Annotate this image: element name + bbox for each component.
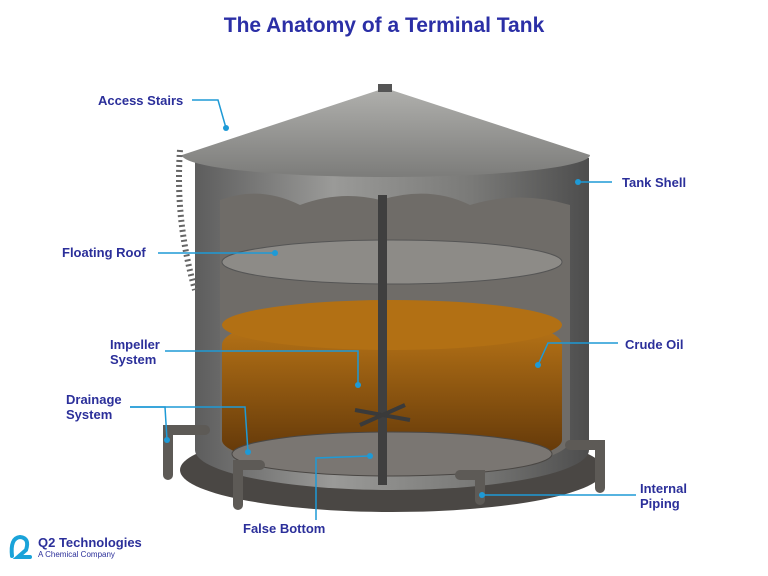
label-tank-shell: Tank Shell xyxy=(622,175,687,190)
label-false-bottom: False Bottom xyxy=(243,521,326,536)
label-piping-line1: Internal xyxy=(640,481,687,496)
impeller-shaft xyxy=(378,195,387,485)
label-impeller-line1: Impeller xyxy=(110,337,160,352)
label-impeller-line2: System xyxy=(110,352,157,367)
logo-name: Q2 Technologies xyxy=(38,535,142,550)
label-internal-piping: Internal Piping xyxy=(640,481,687,511)
label-impeller-system: Impeller System xyxy=(110,337,160,367)
label-drainage-line2: System xyxy=(66,407,113,422)
oil-surface xyxy=(222,300,562,350)
roof-vent xyxy=(378,84,392,92)
q2-logo-icon xyxy=(9,534,32,559)
label-access-stairs: Access Stairs xyxy=(98,93,184,108)
diagram-title: The Anatomy of a Terminal Tank xyxy=(223,14,545,37)
crude-oil xyxy=(222,310,562,470)
company-logo: Q2 Technologies A Chemical Company xyxy=(8,534,142,560)
label-piping-line2: Piping xyxy=(640,496,680,511)
tank-roof xyxy=(182,88,590,177)
logo-tagline: A Chemical Company xyxy=(38,550,115,559)
label-floating-roof: Floating Roof xyxy=(62,245,146,260)
leader-lines xyxy=(130,99,636,520)
label-drainage-line1: Drainage xyxy=(66,392,122,407)
access-stairs xyxy=(176,149,198,291)
drainage-pipes xyxy=(163,425,605,510)
impeller-blades xyxy=(354,403,411,427)
floating-roof xyxy=(221,239,563,285)
label-crude-oil: Crude Oil xyxy=(625,337,684,352)
label-drainage-system: Drainage System xyxy=(66,392,122,422)
false-bottom xyxy=(231,431,553,477)
leader-dots xyxy=(164,125,581,498)
